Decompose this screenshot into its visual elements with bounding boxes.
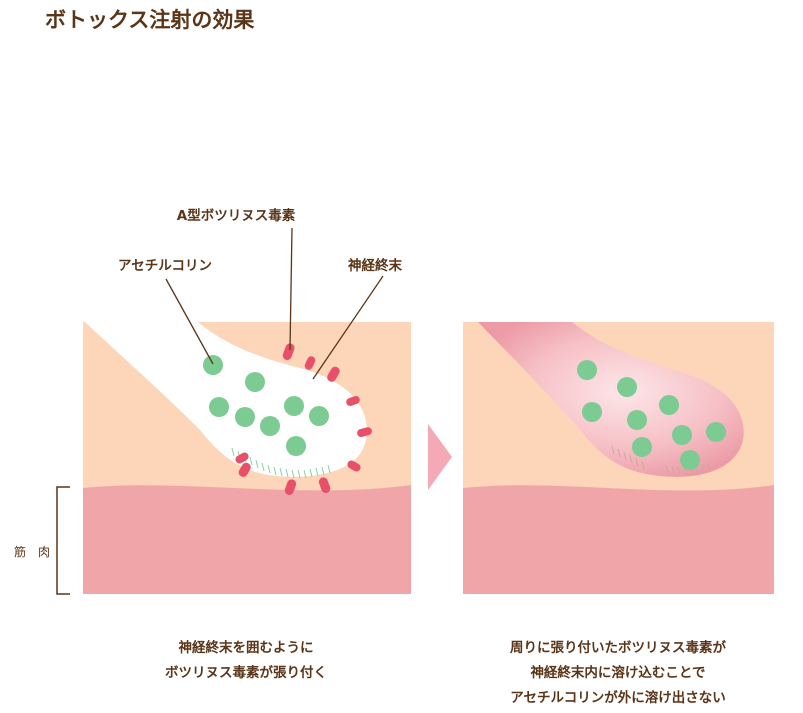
right-panel bbox=[463, 322, 774, 594]
receptor-hairs bbox=[231, 447, 331, 479]
label-acetylcholine: アセチルコリン bbox=[118, 258, 212, 274]
leader-lines bbox=[165, 227, 384, 380]
acetylcholine-dots bbox=[203, 355, 329, 456]
receptor-hairs bbox=[611, 445, 711, 476]
label-botulinum-toxin: A型ボツリヌス毒素 bbox=[177, 207, 296, 224]
caption-left-line1: 神経終末を囲むように bbox=[179, 639, 314, 656]
caption-right-line1: 周りに張り付いたボツリヌス毒素が bbox=[510, 639, 726, 656]
caption-right-line2: 神経終末内に溶け込むことで bbox=[530, 664, 705, 681]
label-nerve-ending: 神経終末 bbox=[348, 257, 402, 274]
arrow-icon bbox=[428, 424, 452, 490]
muscle-tissue bbox=[83, 485, 411, 594]
caption-right-line3: アセチルコリンが外に溶け出さない bbox=[510, 689, 725, 706]
muscle-bracket bbox=[56, 486, 70, 595]
page-title: ボトックス注射の効果 bbox=[45, 8, 254, 32]
left-panel bbox=[83, 322, 411, 594]
muscle-tissue bbox=[463, 485, 774, 594]
acetylcholine-dots bbox=[577, 360, 726, 470]
label-muscle: 筋 肉 bbox=[14, 544, 50, 559]
botulinum-toxins bbox=[235, 343, 372, 495]
caption-left-line2: ボツリヌス毒素が張り付く bbox=[165, 664, 327, 681]
